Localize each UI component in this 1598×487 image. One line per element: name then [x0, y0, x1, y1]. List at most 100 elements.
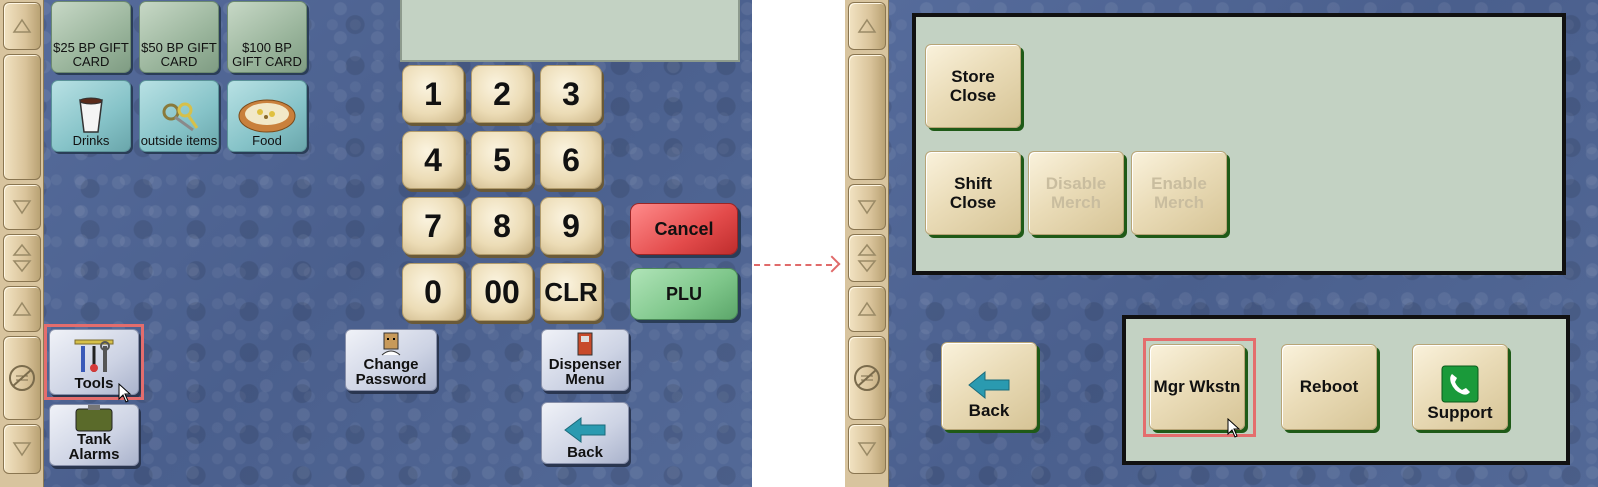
keypad-5[interactable]: 5: [471, 131, 533, 189]
scroll-up-button[interactable]: [3, 2, 41, 50]
keypad-00[interactable]: 00: [471, 263, 533, 321]
up-triangle-icon: [12, 301, 32, 316]
gift-card-label: $50 BP GIFT CARD: [141, 40, 217, 69]
no-entry-icon: [854, 365, 880, 391]
scroll-up-button[interactable]: [848, 2, 886, 50]
back-label: Back: [968, 401, 1010, 420]
scroll-down-button[interactable]: [848, 184, 886, 230]
transition-arrow-icon: [823, 255, 841, 273]
up-down-arrows-icon: [12, 243, 32, 273]
cancel-button[interactable]: Cancel: [630, 203, 738, 255]
keypad-7[interactable]: 7: [402, 197, 464, 255]
keypad-8[interactable]: 8: [471, 197, 533, 255]
tank-alarms-label: Tank Alarms: [68, 431, 120, 463]
tools-highlight: [44, 324, 144, 400]
no-entry-icon: [9, 365, 35, 391]
scroll-track[interactable]: [3, 54, 41, 180]
tools-label: Tools: [74, 375, 114, 392]
person-icon: [381, 332, 401, 356]
page-toggle-button[interactable]: [848, 234, 886, 282]
gift-card-label: $100 BP GIFT CARD: [232, 40, 302, 69]
scroll-up-button-2[interactable]: [3, 286, 41, 332]
keypad-3[interactable]: 3: [540, 65, 602, 123]
keypad-0[interactable]: 0: [402, 263, 464, 321]
gift-card-label: $25 BP GIFT CARD: [53, 40, 129, 69]
up-triangle-icon: [857, 18, 877, 33]
back-arrow-icon: [564, 417, 606, 443]
side-rail: [0, 0, 44, 487]
keypad-9[interactable]: 9: [540, 197, 602, 255]
mouse-cursor-icon: [118, 383, 132, 403]
back-label: Back: [567, 444, 603, 461]
mgr-wkstn-button[interactable]: Mgr Wkstn: [1149, 344, 1245, 430]
fuel-pump-icon: [577, 332, 593, 356]
outside-items-button[interactable]: outside items: [139, 80, 219, 152]
keys-icon: [162, 102, 199, 132]
drinks-button[interactable]: Drinks: [51, 80, 131, 152]
mgr-wkstn-highlight: [1143, 338, 1256, 437]
change-password-label: Change Password: [355, 356, 427, 388]
scroll-down-button[interactable]: [3, 184, 41, 230]
scroll-track[interactable]: [848, 54, 886, 180]
back-button[interactable]: Back: [941, 342, 1037, 430]
disable-merch-label: Disable Merch: [1045, 174, 1107, 212]
change-password-button[interactable]: Change Password: [345, 329, 437, 391]
keypad-clear[interactable]: CLR: [540, 263, 602, 321]
right-screen: Store Close Shift Close Disable Merch En…: [845, 0, 1598, 487]
dispenser-menu-label: Dispenser Menu: [548, 356, 622, 388]
store-close-label: Store Close: [949, 67, 997, 105]
disable-merch-button[interactable]: Disable Merch: [1028, 151, 1124, 235]
down-triangle-icon: [12, 442, 32, 457]
gift-card-50-button[interactable]: $50 BP GIFT CARD: [139, 1, 219, 73]
down-triangle-icon: [12, 200, 32, 215]
up-down-arrows-icon: [857, 243, 877, 273]
down-triangle-icon: [857, 442, 877, 457]
close-functions-panel: [912, 13, 1566, 275]
gift-card-25-button[interactable]: $25 BP GIFT CARD: [51, 1, 131, 73]
tools-button[interactable]: Tools: [49, 329, 139, 395]
cup-icon: [79, 97, 103, 133]
shift-close-button[interactable]: Shift Close: [925, 151, 1021, 235]
scroll-down-button-2[interactable]: [848, 424, 886, 474]
scroll-up-button-2[interactable]: [848, 286, 886, 332]
phone-icon: [1441, 365, 1479, 403]
mgr-wkstn-label: Mgr Wkstn: [1153, 377, 1241, 396]
reboot-button[interactable]: Reboot: [1281, 344, 1377, 430]
up-triangle-icon: [857, 301, 877, 316]
back-arrow-icon: [968, 370, 1010, 400]
transition-arrow-line: [754, 264, 832, 266]
support-label: Support: [1427, 403, 1493, 422]
left-screen: $25 BP GIFT CARD $50 BP GIFT CARD $100 B…: [0, 0, 752, 487]
keypad-4[interactable]: 4: [402, 131, 464, 189]
tank-icon: [75, 405, 113, 432]
page-toggle-button[interactable]: [3, 234, 41, 282]
drinks-label: Drinks: [72, 133, 110, 148]
no-entry-button[interactable]: [3, 336, 41, 420]
plu-button[interactable]: PLU: [630, 268, 738, 320]
food-plate-icon: [238, 99, 296, 133]
amount-display: [400, 0, 740, 62]
keypad-2[interactable]: 2: [471, 65, 533, 123]
side-rail: [845, 0, 889, 487]
shift-close-label: Shift Close: [949, 174, 997, 212]
tank-alarms-button[interactable]: Tank Alarms: [49, 404, 139, 466]
support-button[interactable]: Support: [1412, 344, 1508, 430]
enable-merch-label: Enable Merch: [1151, 174, 1207, 212]
reboot-label: Reboot: [1299, 377, 1359, 396]
store-close-button[interactable]: Store Close: [925, 44, 1021, 128]
up-triangle-icon: [12, 18, 32, 33]
keypad-6[interactable]: 6: [540, 131, 602, 189]
dispenser-menu-button[interactable]: Dispenser Menu: [541, 329, 629, 391]
keypad-1[interactable]: 1: [402, 65, 464, 123]
tools-icon: [74, 339, 114, 372]
food-button[interactable]: Food: [227, 80, 307, 152]
enable-merch-button[interactable]: Enable Merch: [1131, 151, 1227, 235]
scroll-down-button-2[interactable]: [3, 424, 41, 474]
gift-card-100-button[interactable]: $100 BP GIFT CARD: [227, 1, 307, 73]
mouse-cursor-icon: [1227, 418, 1241, 438]
back-button[interactable]: Back: [541, 402, 629, 464]
outside-items-label: outside items: [140, 133, 218, 148]
down-triangle-icon: [857, 200, 877, 215]
no-entry-button[interactable]: [848, 336, 886, 420]
food-label: Food: [252, 133, 282, 148]
